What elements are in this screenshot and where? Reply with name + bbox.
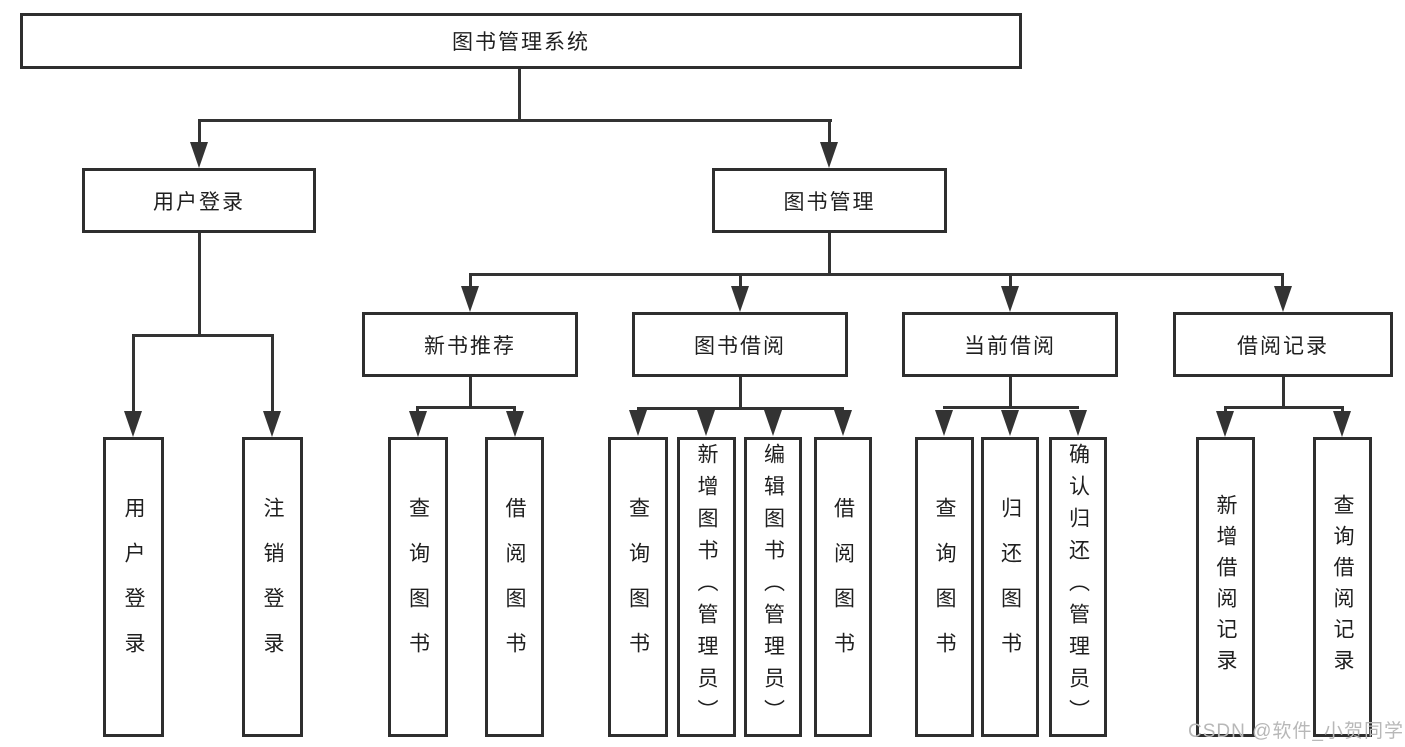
leaf-user-login: 用户登录 (103, 437, 164, 737)
connector-book-management-hbar (469, 273, 1284, 276)
node-root-label: 图书管理系统 (452, 31, 590, 54)
connector-stem-borrow-records (1281, 273, 1284, 289)
connector-stem-leaf-logout (271, 334, 274, 413)
arrowhead-return-books (1001, 410, 1019, 436)
leaf-logout-label: 注销登录 (261, 497, 284, 677)
leaf-add-books-admin: 新增图书（管理员） (677, 437, 736, 737)
arrowhead-new-book-recommend (461, 286, 479, 312)
leaf-query-books-recommend: 查询图书 (388, 437, 448, 737)
connector-book-borrowing-hbar (637, 407, 844, 410)
arrowhead-edit-books-admin (764, 410, 782, 436)
leaf-query-borrow-record: 查询借阅记录 (1313, 437, 1372, 737)
connector-book-management-stem (828, 233, 831, 276)
connector-stem-new-book-recommend (469, 273, 472, 289)
arrowhead-add-books-admin (697, 410, 715, 436)
connector-user-login-stem (198, 233, 201, 337)
leaf-query-books-borrowing-label: 查询图书 (626, 497, 650, 677)
arrowhead-book-borrowing (731, 286, 749, 312)
connector-borrow-records-stem (1282, 377, 1285, 409)
node-book-borrowing: 图书借阅 (632, 312, 848, 377)
arrowhead-leaf-logout (263, 411, 281, 437)
connector-current-borrowing-hbar (943, 406, 1079, 409)
arrowhead-borrow-records (1274, 286, 1292, 312)
connector-root-hbar (198, 119, 832, 122)
node-root: 图书管理系统 (20, 13, 1022, 69)
connector-new-book-recommend-hbar (416, 406, 516, 409)
arrowhead-query-borrow-record (1333, 411, 1351, 437)
node-borrow-records-label: 借阅记录 (1237, 334, 1329, 358)
connector-stem-leaf-user-login (132, 334, 135, 413)
node-current-borrowing: 当前借阅 (902, 312, 1118, 377)
leaf-user-login-label: 用户登录 (122, 497, 145, 677)
node-new-book-recommend: 新书推荐 (362, 312, 578, 377)
leaf-edit-books-admin-label: 编辑图书（管理员） (761, 443, 785, 731)
connector-root-stem (518, 69, 521, 120)
leaf-add-borrow-record-label: 新增借阅记录 (1214, 494, 1237, 680)
connector-current-borrowing-stem (1009, 377, 1012, 408)
connector-stem-query-borrow-record (1341, 406, 1344, 413)
arrowhead-leaf-user-login (124, 411, 142, 437)
arrowhead-confirm-return-admin (1069, 410, 1087, 436)
leaf-borrow-books-recommend-label: 借阅图书 (503, 497, 526, 677)
connector-new-book-recommend-stem (469, 377, 472, 409)
arrowhead-current-borrowing (1001, 286, 1019, 312)
arrowhead-add-borrow-record (1216, 411, 1234, 437)
leaf-query-books-recommend-label: 查询图书 (406, 497, 430, 677)
node-book-management-label: 图书管理 (783, 190, 876, 214)
connector-borrow-records-hbar (1224, 406, 1344, 409)
node-new-book-recommend-label: 新书推荐 (424, 334, 516, 358)
leaf-return-books: 归还图书 (981, 437, 1039, 737)
leaf-confirm-return-admin: 确认归还（管理员） (1049, 437, 1107, 737)
node-current-borrowing-label: 当前借阅 (964, 334, 1056, 358)
leaf-borrow-books-borrowing-label: 借阅图书 (831, 497, 855, 677)
node-book-borrowing-label: 图书借阅 (694, 334, 786, 358)
connector-user-login-hbar (132, 334, 274, 337)
leaf-return-books-label: 归还图书 (998, 497, 1022, 677)
connector-stem-query-books-recommend (416, 406, 419, 413)
connector-stem-user-login (198, 119, 201, 145)
connector-book-borrowing-stem (739, 377, 742, 409)
connector-stem-current-borrowing (1009, 273, 1012, 289)
connector-stem-book-management (828, 119, 831, 145)
leaf-borrow-books-borrowing: 借阅图书 (814, 437, 872, 737)
leaf-query-books-current-label: 查询图书 (933, 497, 956, 677)
arrowhead-query-books-current (935, 410, 953, 436)
connector-stem-borrow-books-recommend (513, 406, 516, 413)
leaf-query-books-borrowing: 查询图书 (608, 437, 668, 737)
connector-stem-add-borrow-record (1224, 406, 1227, 413)
leaf-add-borrow-record: 新增借阅记录 (1196, 437, 1255, 737)
arrowhead-query-books-recommend (409, 411, 427, 437)
watermark: CSDN @软件_小贺同学 (1188, 721, 1404, 742)
node-borrow-records: 借阅记录 (1173, 312, 1393, 377)
leaf-logout: 注销登录 (242, 437, 303, 737)
arrowhead-borrow-books-borrowing (834, 410, 852, 436)
arrowhead-borrow-books-recommend (506, 411, 524, 437)
node-book-management: 图书管理 (712, 168, 947, 233)
node-user-login: 用户登录 (82, 168, 316, 233)
leaf-query-books-current: 查询图书 (915, 437, 974, 737)
node-user-login-label: 用户登录 (153, 190, 245, 214)
leaf-confirm-return-admin-label: 确认归还（管理员） (1066, 443, 1090, 731)
arrowhead-query-books-borrowing (629, 410, 647, 436)
leaf-edit-books-admin: 编辑图书（管理员） (744, 437, 802, 737)
leaf-query-borrow-record-label: 查询借阅记录 (1331, 494, 1354, 680)
leaf-borrow-books-recommend: 借阅图书 (485, 437, 544, 737)
arrowhead-book-management (820, 142, 838, 168)
arrowhead-user-login (190, 142, 208, 168)
connector-stem-book-borrowing (739, 273, 742, 289)
leaf-add-books-admin-label: 新增图书（管理员） (695, 443, 718, 731)
